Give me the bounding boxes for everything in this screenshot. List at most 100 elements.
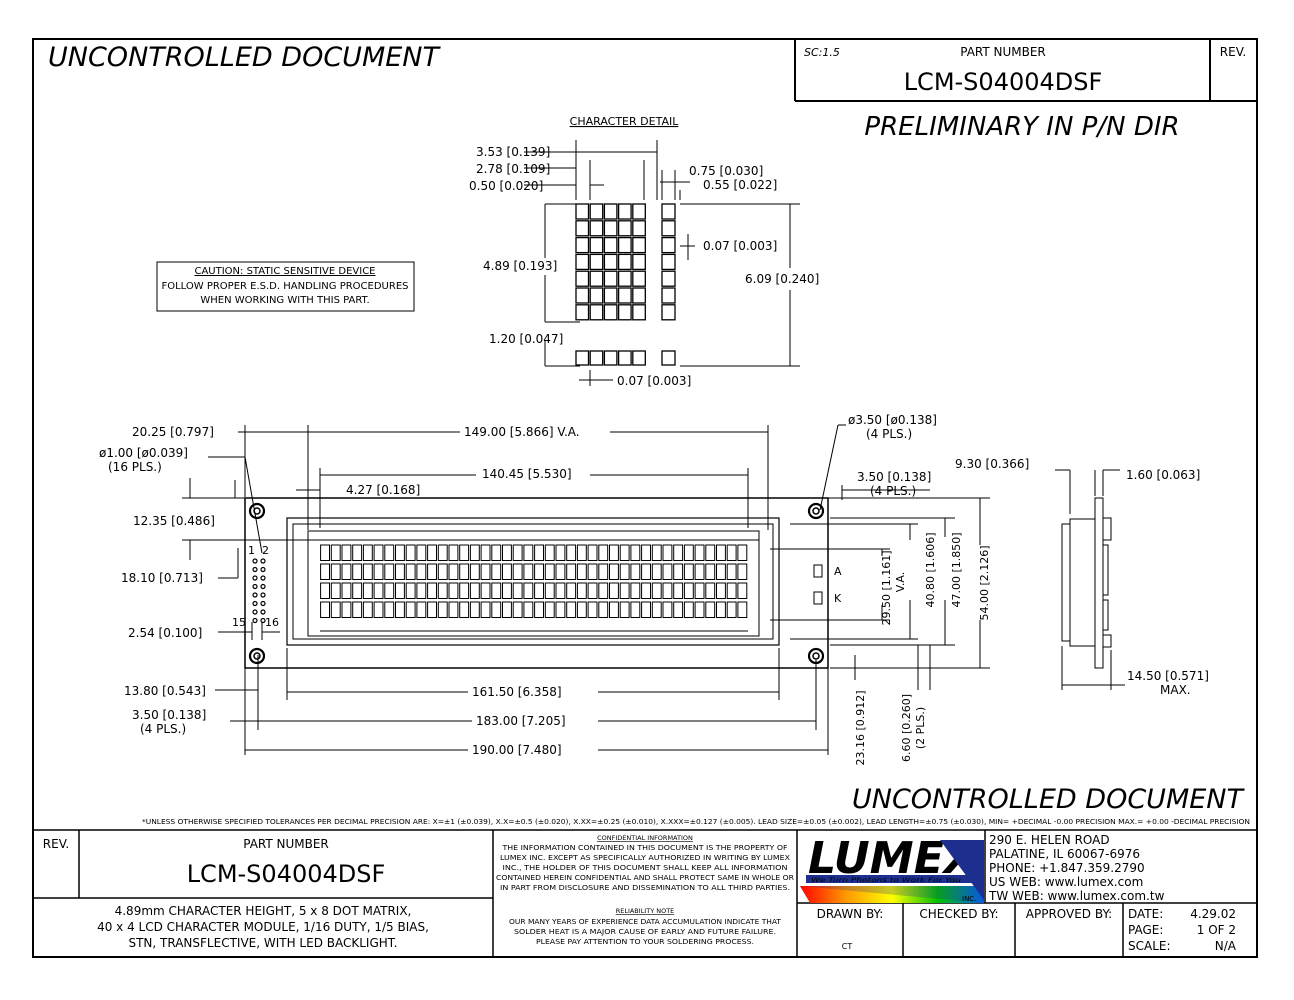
dim-6-60: 6.60 [0.260] [900, 694, 913, 762]
dim-3-50-left: 3.50 [0.138] [132, 708, 206, 722]
pin-hole [252, 600, 258, 607]
tb-desc-2: 40 x 4 LCD CHARACTER MODULE, 1/16 DUTY, … [97, 920, 429, 934]
dim-6-60-qty: (2 PLS.) [914, 707, 927, 749]
char-dim-4: 0.75 [0.030] [689, 164, 763, 178]
lcd-character-cell [469, 582, 480, 599]
dim-hole-1-qty: (16 PLS.) [108, 460, 162, 474]
char-dim-8: 6.09 [0.240] [745, 272, 819, 286]
lcd-character-cell [427, 582, 438, 599]
caution-line-2: FOLLOW PROPER E.S.D. HANDLING PROCEDURES [161, 281, 408, 292]
conf-line-4: CONTAINED HEREIN CONFIDENTIAL AND SHALL … [496, 874, 794, 882]
lcd-character-cell [683, 582, 694, 599]
lcd-character-cell [587, 544, 598, 561]
character-dot [575, 253, 590, 271]
lcd-character-cell [705, 544, 716, 561]
lcd-character-cell [330, 563, 341, 580]
lcd-character-cell [373, 601, 384, 618]
lcd-character-cell [437, 582, 448, 599]
lcd-character-cell [320, 582, 331, 599]
tb-desc-1: 4.89mm CHARACTER HEIGHT, 5 x 8 DOT MATRI… [115, 904, 412, 918]
mounting-hole-inner [253, 507, 261, 515]
lcd-character-cell [673, 544, 684, 561]
lcd-character-cell [662, 601, 673, 618]
lcd-character-cell [587, 563, 598, 580]
lcd-character-cell [373, 563, 384, 580]
lcd-character-cell [576, 601, 587, 618]
lcd-character-cell [609, 601, 619, 618]
cursor-dot [661, 350, 676, 366]
page-value: 1 OF 2 [1197, 923, 1236, 937]
dim-hole-2: ø3.50 [ø0.138] [848, 413, 937, 427]
lcd-character-cell [683, 601, 694, 618]
pin-hole [260, 617, 266, 624]
lcd-character-cell [683, 563, 694, 580]
char-dim-2: 2.78 [0.109] [476, 162, 550, 176]
caution-line-1: CAUTION: STATIC SENSITIVE DEVICE [194, 266, 375, 277]
character-dot [632, 287, 646, 304]
character-dot [661, 220, 676, 237]
character-dot [661, 304, 676, 321]
connector-pin-holes [252, 558, 266, 624]
lumex-logo: LUMEX We Turn Photons to Work For You IN… [800, 833, 984, 903]
lcd-character-cell [555, 601, 566, 618]
lcd-character-cell [437, 544, 448, 561]
dim-40-80: 40.80 [1.606] [924, 532, 937, 607]
mounting-hole-inner [812, 507, 820, 515]
side-view [1055, 469, 1125, 690]
page-label: PAGE: [1128, 923, 1163, 937]
dim-3-50-left-qty: (4 PLS.) [140, 722, 186, 736]
dim-29-50-va: V.A. [894, 572, 907, 592]
lcd-character-cell [587, 582, 598, 599]
lcd-character-cell [373, 544, 384, 561]
lcd-character-cell [459, 582, 470, 599]
lcd-character-cell [341, 563, 352, 580]
lcd-character-cell [630, 582, 641, 599]
lcd-character-cell [598, 601, 609, 618]
lcd-character-cell [587, 601, 598, 618]
dim-140-45: 140.45 [5.530] [482, 467, 572, 481]
pin-hole [252, 609, 258, 615]
svg-text:INC.: INC. [962, 895, 976, 903]
lcd-character-cell [405, 563, 416, 580]
lcd-character-cell [609, 563, 619, 580]
lcd-character-cell [352, 563, 363, 580]
character-dot [575, 270, 590, 287]
lcd-character-cell [459, 563, 470, 580]
lcd-character-cell [737, 601, 748, 618]
dim-hole-1: ø1.00 [ø0.039] [99, 446, 188, 460]
lcd-character-cell [448, 601, 459, 618]
pin-label-16: 16 [265, 616, 279, 629]
character-second-column [661, 203, 676, 321]
lcd-character-cell [683, 544, 694, 561]
date-label: DATE: [1128, 907, 1163, 921]
viewing-area [307, 530, 760, 637]
char-dim-9: 1.20 [0.047] [489, 332, 563, 346]
lcd-character-cell [320, 544, 331, 561]
dim-183-00: 183.00 [7.205] [476, 714, 566, 728]
lcd-character-cell [362, 601, 373, 618]
date-value: 4.29.02 [1190, 907, 1236, 921]
character-dot [617, 253, 632, 271]
lcd-character-cell [737, 544, 748, 561]
pin-label-1: 1 [248, 544, 255, 557]
lcd-character-cell [480, 582, 491, 599]
header-part-number-label: PART NUMBER [960, 45, 1046, 59]
character-dot [617, 304, 632, 321]
pin-label-2: 2 [262, 544, 269, 557]
lcd-character-cell [469, 601, 480, 618]
lcd-character-cell [352, 544, 363, 561]
character-dot [589, 270, 604, 287]
conf-line-5: IN PART FROM DISCLOSURE AND DISSEMINATIO… [500, 884, 790, 892]
lcd-character-cell [416, 544, 427, 561]
dim-2-54: 2.54 [0.100] [128, 626, 202, 640]
char-dim-5: 0.55 [0.022] [703, 178, 777, 192]
character-cursor-row [575, 350, 676, 366]
character-dot [575, 287, 590, 304]
lcd-character-cell [555, 544, 566, 561]
lcd-character-cell [330, 544, 341, 561]
dim-18-10: 18.10 [0.713] [121, 571, 203, 585]
rel-line-2: SOLDER HEAT IS A MAJOR CAUSE OF EARLY AN… [514, 928, 776, 936]
lcd-character-cell [352, 601, 363, 618]
tb-rev-label: REV. [43, 837, 69, 851]
dim-14-50-max: MAX. [1160, 683, 1191, 697]
